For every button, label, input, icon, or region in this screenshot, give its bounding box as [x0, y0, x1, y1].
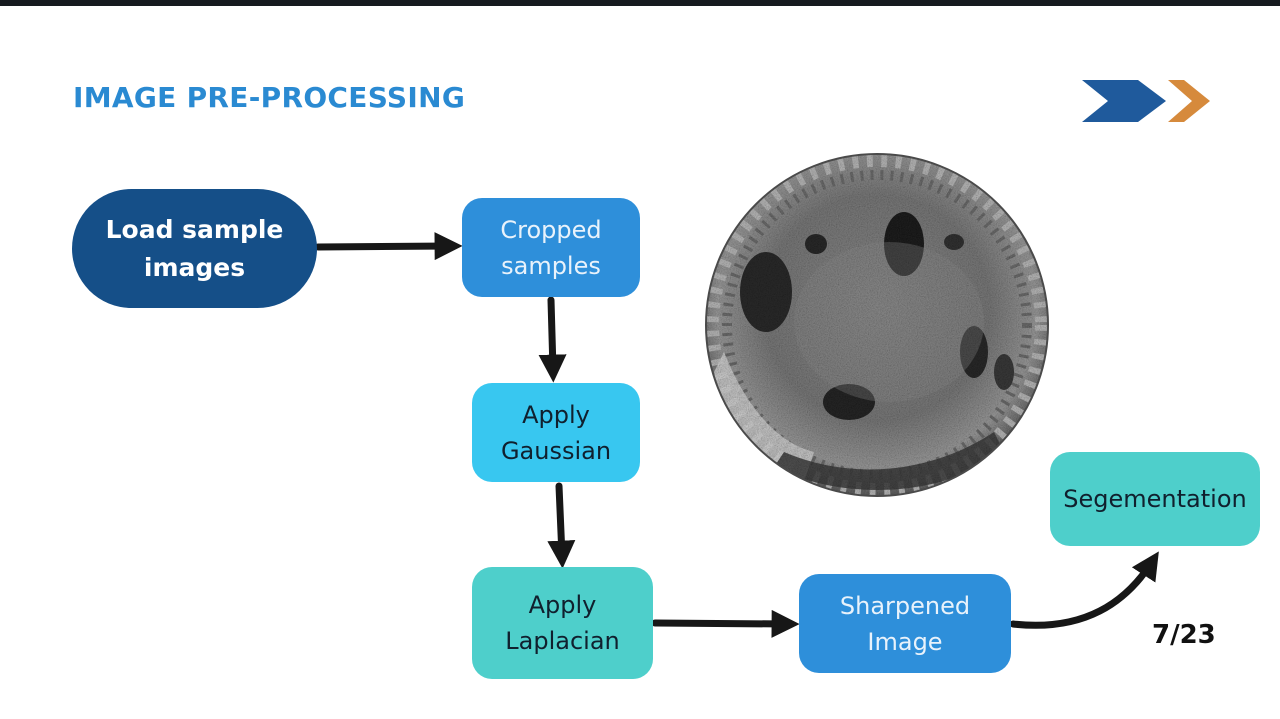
- chevron-blue-icon: [1082, 80, 1166, 122]
- arrow-sharpened-to-segmentation: [1009, 551, 1159, 629]
- node-apply-gaussian: Apply Gaussian: [472, 383, 640, 482]
- arrow-load-to-crop: [314, 232, 463, 261]
- node-apply-laplacian: Apply Laplacian: [472, 567, 653, 679]
- arrow-crop-to-gaussian: [538, 296, 567, 383]
- node-cropped-samples: Cropped samples: [462, 198, 640, 297]
- arrow-gaussian-to-laplacian: [547, 482, 576, 569]
- top-bar: [0, 0, 1280, 6]
- double-chevron-icon: [1082, 80, 1210, 122]
- slide-title: IMAGE PRE-PROCESSING: [73, 81, 466, 114]
- petri-dish-image: [705, 153, 1049, 497]
- chevron-orange-icon: [1168, 80, 1210, 122]
- node-load-sample-images: Load sample images: [72, 189, 317, 308]
- page-number: 7/23: [1152, 620, 1216, 650]
- node-segmentation: Segementation: [1050, 452, 1260, 546]
- arrow-laplacian-to-sharpened: [651, 609, 800, 638]
- node-sharpened-image: Sharpened Image: [799, 574, 1011, 673]
